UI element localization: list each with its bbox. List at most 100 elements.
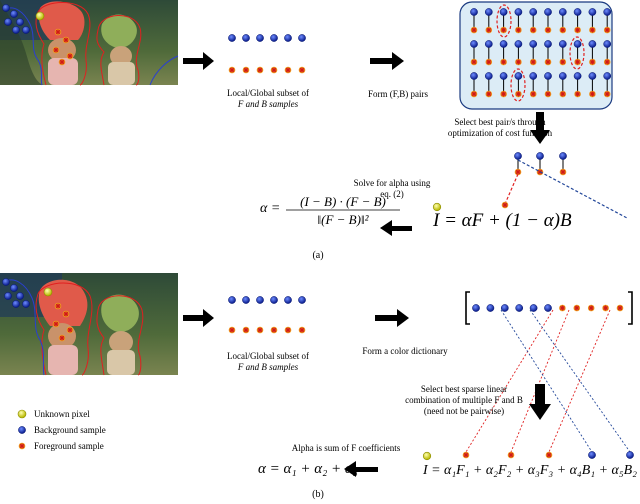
foreground-sample [588,90,597,98]
foreground-sample [485,58,493,66]
foreground-sample [588,58,597,66]
foreground-sample [514,90,523,98]
background-sample [514,72,523,80]
foreground-sample [485,90,493,98]
combination-equation: I = α₁F₁ + α₂F₂ + α₃F₃ + α₄B₁ + α₅B₂ [422,463,637,478]
foreground-sample [470,58,478,66]
foreground-sample [499,26,508,34]
background-sample [588,40,597,48]
selected-pair-highlight [510,68,526,102]
background-sample [499,8,508,16]
background-sample [484,40,493,48]
foreground-sample [499,90,508,98]
legend-unknown-icon [17,409,27,419]
background-sample [603,40,612,48]
foreground-sample [573,26,582,34]
combination-samples [462,451,634,459]
color-dictionary [465,291,633,325]
background-sample [529,72,538,80]
arrow-down [529,384,551,420]
alpha-denominator: ‖(F − B)‖² [317,212,369,227]
input-photo-b [0,273,178,376]
alpha-sum-caption: Alpha is sum of F coefficients [292,443,401,453]
legend: Unknown pixel Background sample Foregrou… [17,409,106,451]
background-sample [558,40,567,48]
background-sample [573,72,582,80]
samples-caption-b-1: Local/Global subset of [227,351,309,361]
dictionary-foreground-atom [601,304,610,312]
background-sample [529,8,538,16]
unknown-pixel-dot [422,451,432,461]
background-sample [588,8,597,16]
foreground-sample [573,90,582,98]
foreground-sample [514,58,523,66]
legend-foreground-label: Foreground sample [34,441,104,451]
foreground-sample [603,90,611,98]
dictionary-background-atom [529,304,538,312]
foreground-sample [559,58,567,66]
dict-caption: Form a color dictionary [362,346,448,356]
sample-rows-a [228,34,306,74]
background-sample [514,8,523,16]
background-sample [484,8,493,16]
background-sample [529,40,538,48]
arrow-right [370,52,404,70]
panel-b-label: (b) [312,489,324,500]
legend-unknown-label: Unknown pixel [34,409,90,419]
foreground-sample [514,26,523,34]
arrow-right [375,309,409,327]
foreground-sample [603,58,611,66]
background-sample [499,40,508,48]
dictionary-background-atom [515,304,524,312]
unknown-pixel-dot [432,202,442,212]
background-sample [484,72,493,80]
selected-pair-highlight [569,36,585,70]
arrow-left [344,461,378,477]
dictionary-foreground-atom [587,304,595,312]
panel-a: Local/Global subset of F and B samples F… [0,0,628,261]
background-sample [514,40,523,48]
background-sample [573,8,582,16]
select-caption-a-1: Select best pair/s through [454,117,546,127]
legend-background-icon [18,426,26,434]
samples-caption-b-2: F and B samples [237,362,299,372]
panel-a-label: (a) [312,250,323,261]
foreground-sample [603,26,611,34]
arrow-down [530,112,550,144]
background-sample [588,72,597,80]
background-sample [470,72,478,80]
dictionary-links [465,309,631,453]
background-sample [603,72,612,80]
solve-caption-2: eq. (2) [380,189,404,199]
background-sample [470,8,478,16]
dictionary-background-atom [500,304,509,312]
background-sample [603,8,612,16]
dictionary-foreground-atom [573,304,581,312]
background-sample [573,40,582,48]
background-sample [558,8,567,16]
alpha-numerator: (I − B) · (F − B) [300,194,386,209]
dictionary-background-atom [486,304,495,312]
sample-rows-b [228,296,306,334]
legend-background-label: Background sample [34,425,106,435]
foreground-sample [529,26,537,34]
foreground-sample [544,58,552,66]
composite-equation: I = αF + (1 − α)B [432,210,572,231]
alpha-sum-equation: α = α₁ + α₂ + α₃ [258,461,358,477]
unknown-pixel-dot [35,11,45,21]
selected-pair-highlight [496,4,512,38]
background-sample [558,72,567,80]
alpha-lhs: α = [260,201,280,216]
pairs-caption: Form (F,B) pairs [368,89,429,99]
legend-foreground-icon [18,442,26,450]
dictionary-foreground-atom [558,304,567,312]
selected-pairs [501,152,628,219]
unknown-pixel-dot [43,287,53,297]
foreground-sample [588,26,597,34]
background-sample [470,40,478,48]
foreground-sample [499,58,508,66]
foreground-sample [529,90,537,98]
solve-caption-1: Solve for alpha using [354,178,431,188]
foreground-sample [470,26,478,34]
